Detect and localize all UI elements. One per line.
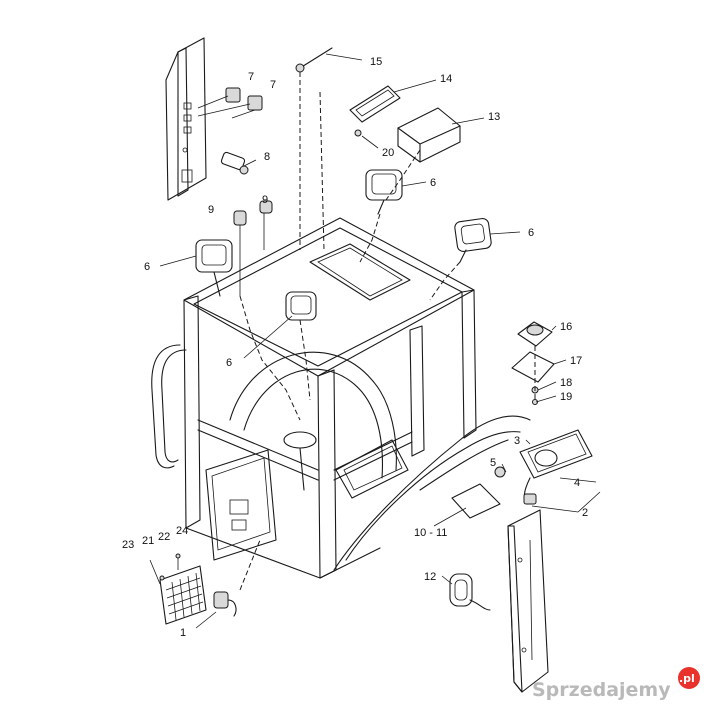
grille-lamp (149, 553, 207, 625)
callout-6a: 6 (430, 177, 436, 189)
dome-light (349, 85, 461, 163)
callout-3: 3 (514, 435, 520, 447)
callout-14: 14 (440, 73, 452, 85)
rocker-switches (197, 87, 263, 119)
rear-lamp (494, 429, 601, 513)
callout-9a: 9 (262, 194, 268, 206)
work-light-top (365, 169, 403, 215)
right-pillar (507, 509, 549, 693)
callout-7b: 7 (270, 79, 276, 91)
callout-23: 23 (122, 539, 134, 551)
callout-21: 21 (142, 535, 154, 547)
callout-19: 19 (560, 391, 572, 403)
callout-6b: 6 (528, 227, 534, 239)
left-pillar-panel (165, 37, 207, 201)
connector-plugs (233, 200, 273, 296)
step-light (449, 573, 491, 611)
callout-16: 16 (560, 321, 572, 333)
cab-frame (151, 91, 531, 579)
work-light-left (195, 239, 233, 297)
callout-9b: 9 (208, 204, 214, 216)
callout-5: 5 (490, 457, 496, 469)
callout-2: 2 (582, 507, 588, 519)
work-light-center (285, 291, 317, 321)
watermark: Sprzedajemy .pl (532, 667, 700, 701)
callout-20: 20 (382, 147, 394, 159)
small-connector (213, 539, 261, 617)
callout-6c: 6 (144, 261, 150, 273)
work-light-right (454, 218, 492, 263)
callout-labels: 15 7 7 14 13 20 8 6 9 9 6 6 16 6 17 18 1… (122, 56, 588, 639)
callout-6d: 6 (226, 357, 232, 369)
antenna-part (295, 47, 333, 250)
callout-12: 12 (424, 571, 436, 583)
watermark-badge (678, 667, 700, 689)
watermark-suffix: .pl (679, 672, 695, 685)
callout-22: 22 (158, 531, 170, 543)
callout-24: 24 (176, 525, 188, 537)
socket-part (220, 151, 249, 175)
callout-18: 18 (560, 377, 572, 389)
callout-4: 4 (574, 477, 580, 489)
callout-13: 13 (488, 111, 500, 123)
watermark-text: Sprzedajemy (532, 679, 671, 701)
callout-10-11: 10 - 11 (414, 527, 447, 539)
rear-plate (451, 483, 501, 519)
callout-17: 17 (570, 355, 582, 367)
leader-lines (159, 53, 567, 629)
callout-1: 1 (180, 627, 186, 639)
callout-8: 8 (264, 151, 270, 163)
beacon-mount (511, 321, 555, 405)
callout-7a: 7 (248, 71, 254, 83)
callout-15: 15 (370, 56, 382, 68)
